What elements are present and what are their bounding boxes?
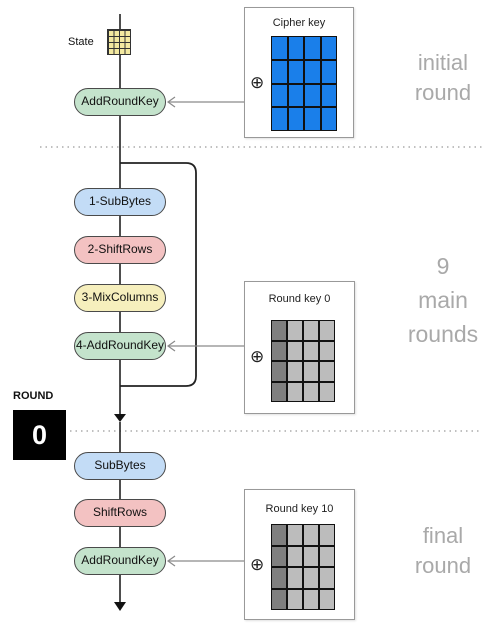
subbytes-step: 1-SubBytes bbox=[74, 188, 166, 216]
phase-word: final bbox=[422, 523, 464, 548]
round-counter-value: 0 bbox=[13, 410, 66, 460]
xor-icon: ⊕ bbox=[250, 347, 265, 366]
mixcolumns-step: 3-MixColumns bbox=[74, 284, 166, 312]
main-rounds-label: 9 main rounds bbox=[388, 249, 482, 351]
round-key-10-grid bbox=[271, 524, 335, 610]
cipher-key-box: Cipher key ⊕ bbox=[244, 7, 354, 138]
round-key-0-arrowhead bbox=[166, 340, 176, 352]
xor-icon: ⊕ bbox=[250, 555, 265, 574]
round-loop-path bbox=[120, 162, 197, 387]
arrowhead-main bbox=[114, 414, 126, 422]
phase-word: 9 bbox=[436, 253, 450, 279]
phase-word: rounds bbox=[407, 321, 479, 347]
final-shiftrows-step: ShiftRows bbox=[74, 499, 166, 527]
final-subbytes-step: SubBytes bbox=[74, 452, 166, 480]
phase-word: initial bbox=[417, 50, 469, 75]
round-key-10-box: Round key 10 ⊕ bbox=[244, 489, 355, 620]
shiftrows-step: 2-ShiftRows bbox=[74, 236, 166, 264]
xor-icon: ⊕ bbox=[250, 73, 265, 92]
state-matrix-icon bbox=[107, 29, 131, 55]
cipher-key-title: Cipher key bbox=[272, 17, 326, 29]
state-label: State bbox=[68, 36, 94, 48]
arrowhead-output bbox=[114, 602, 126, 611]
phase-word: round bbox=[414, 553, 472, 578]
initial-addroundkey-step: AddRoundKey bbox=[74, 88, 166, 116]
phase-word: round bbox=[414, 80, 472, 105]
round-counter-label: ROUND bbox=[13, 390, 54, 402]
final-addroundkey-step: AddRoundKey bbox=[74, 547, 166, 575]
cipher-key-grid bbox=[271, 36, 337, 131]
round-key-10-arrowhead bbox=[166, 555, 176, 567]
cipher-key-arrowhead bbox=[166, 96, 176, 108]
final-round-label: final round bbox=[388, 521, 482, 581]
addroundkey-step: 4-AddRoundKey bbox=[74, 332, 166, 360]
round-key-0-grid bbox=[271, 320, 335, 402]
round-key-0-title: Round key 0 bbox=[268, 293, 331, 305]
round-key-10-title: Round key 10 bbox=[265, 503, 334, 515]
phase-word: main bbox=[418, 287, 468, 313]
round-key-0-box: Round key 0 ⊕ bbox=[244, 281, 355, 414]
initial-round-label: initial round bbox=[388, 48, 482, 108]
